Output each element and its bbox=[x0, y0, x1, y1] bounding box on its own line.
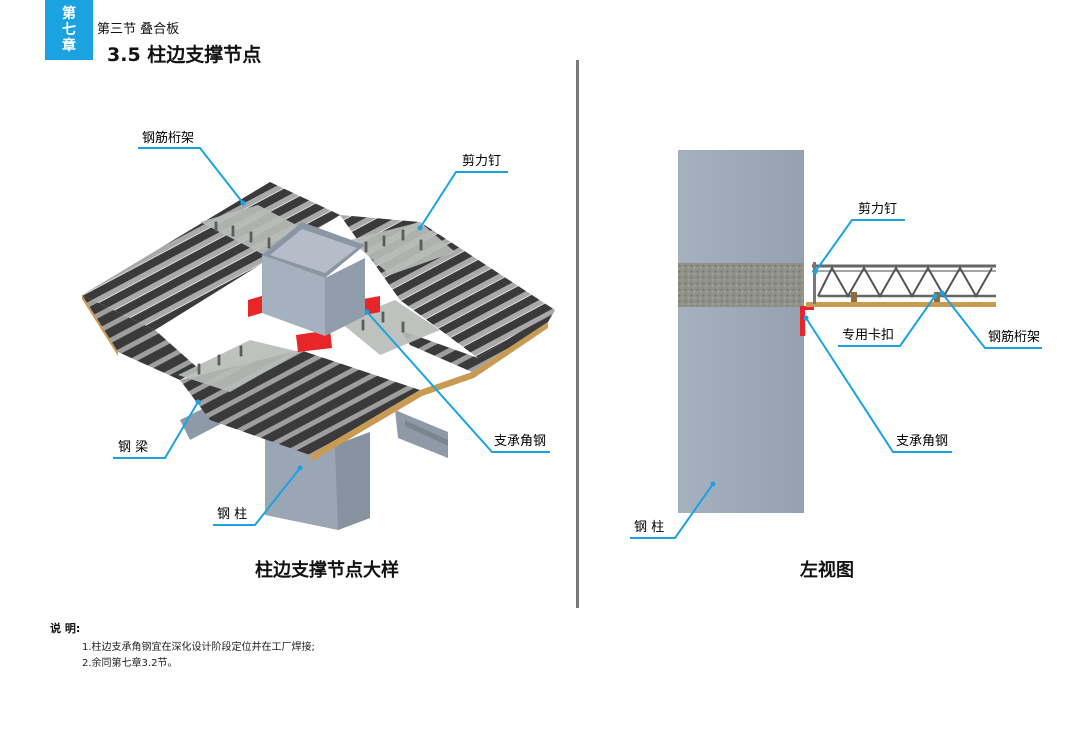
label-stud-right: 剪力钉 bbox=[858, 201, 897, 217]
chapter-tab-char-3: 章 bbox=[62, 38, 76, 54]
chapter-tab-char-1: 第 bbox=[62, 6, 76, 22]
note-item-2: 2.余同第七章3.2节。 bbox=[82, 658, 178, 669]
label-truss-right: 钢筋桁架 bbox=[988, 329, 1040, 345]
side-column bbox=[678, 150, 804, 513]
iso-node-drawing bbox=[82, 182, 555, 530]
label-angle-left: 支承角钢 bbox=[494, 434, 546, 449]
label-column-right: 钢 柱 bbox=[634, 520, 664, 535]
left-leader-lines bbox=[113, 147, 550, 526]
label-column-left: 钢 柱 bbox=[217, 507, 247, 522]
page-title: 3.5 柱边支撑节点 bbox=[107, 44, 262, 66]
iso-slab-lower-left bbox=[82, 295, 200, 380]
leader-clip-right bbox=[838, 295, 936, 347]
figure-divider bbox=[576, 60, 579, 608]
leader-stud-left bbox=[419, 171, 508, 229]
side-support-angle bbox=[800, 308, 805, 336]
caption-right-figure: 左视图 bbox=[800, 560, 854, 581]
section-label: 第三节 叠合板 bbox=[97, 22, 180, 37]
caption-left-figure: 柱边支撑节点大样 bbox=[255, 560, 399, 581]
leader-angle-left bbox=[366, 311, 550, 453]
iso-shear-studs bbox=[197, 221, 423, 375]
leader-truss-right bbox=[941, 292, 1042, 349]
side-slab-concrete bbox=[678, 263, 804, 307]
leader-beam-left bbox=[113, 401, 199, 459]
notes-title: 说 明: bbox=[50, 622, 81, 635]
side-clip bbox=[851, 292, 857, 302]
right-leader-lines bbox=[630, 219, 1042, 539]
label-angle-right: 支承角钢 bbox=[896, 434, 948, 449]
leader-column-right bbox=[630, 483, 714, 539]
label-beam-left: 钢 梁 bbox=[118, 440, 148, 455]
leader-truss-left bbox=[138, 147, 244, 204]
label-truss-left: 钢筋桁架 bbox=[142, 130, 194, 146]
side-bottom-plate bbox=[806, 302, 996, 307]
chapter-tab: 第 七 章 bbox=[45, 0, 93, 60]
iso-flange-plate-right bbox=[350, 222, 455, 275]
side-shear-stud bbox=[813, 262, 816, 304]
label-clip-right: 专用卡扣 bbox=[842, 328, 894, 343]
side-truss-web bbox=[817, 265, 993, 299]
side-view-drawing bbox=[678, 150, 996, 513]
label-stud-left: 剪力钉 bbox=[462, 153, 501, 169]
leader-angle-right bbox=[805, 317, 952, 453]
leader-column-left bbox=[213, 467, 301, 526]
leader-stud-right bbox=[814, 219, 905, 273]
iso-flange-plate-left bbox=[178, 340, 300, 392]
iso-column-box-front bbox=[262, 255, 325, 336]
note-item-1: 1.柱边支承角钢宜在深化设计阶段定位并在工厂焊接; bbox=[82, 642, 315, 653]
chapter-tab-char-2: 七 bbox=[62, 22, 76, 38]
iso-slab-lower-right bbox=[400, 310, 555, 372]
iso-support-angle-front bbox=[296, 330, 332, 352]
